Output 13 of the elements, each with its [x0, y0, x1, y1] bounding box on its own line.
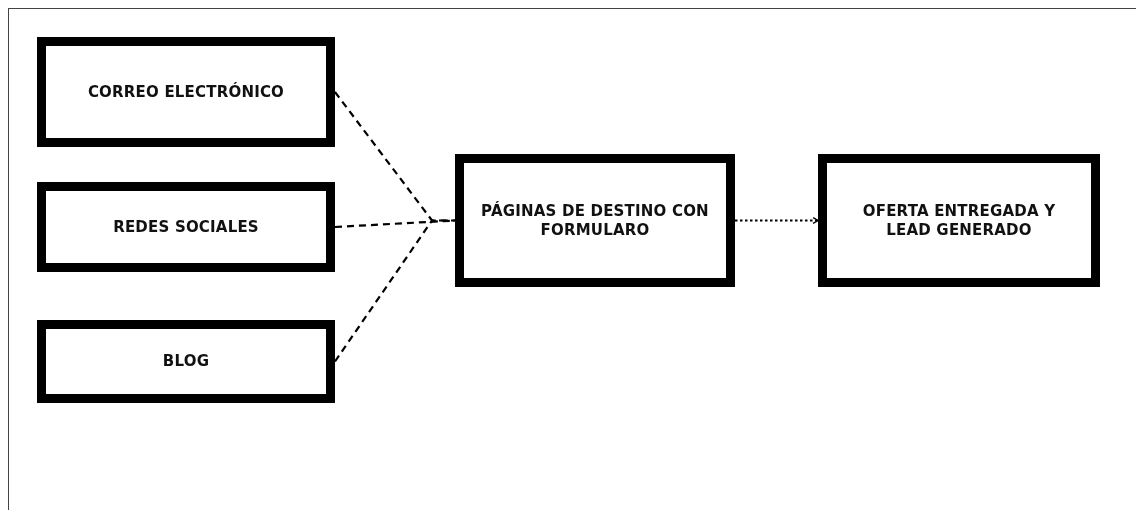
process-box — [37, 320, 335, 403]
connector — [334, 219, 455, 363]
box-label: REDES SOCIALES — [113, 217, 259, 237]
process-box — [818, 154, 1100, 287]
process-box — [37, 182, 335, 272]
process-box — [37, 37, 335, 147]
box-label: CORREO ELECTRÓNICO — [87, 82, 285, 102]
box-label: PÁGINAS DE DESTINO CON FORMULARO — [480, 201, 710, 240]
box-label: OFERTA ENTREGADA Y LEAD GENERADO — [861, 201, 1057, 240]
connector — [334, 91, 455, 222]
process-box — [455, 154, 735, 287]
connector — [735, 217, 819, 224]
box-label: BLOG — [162, 352, 210, 371]
